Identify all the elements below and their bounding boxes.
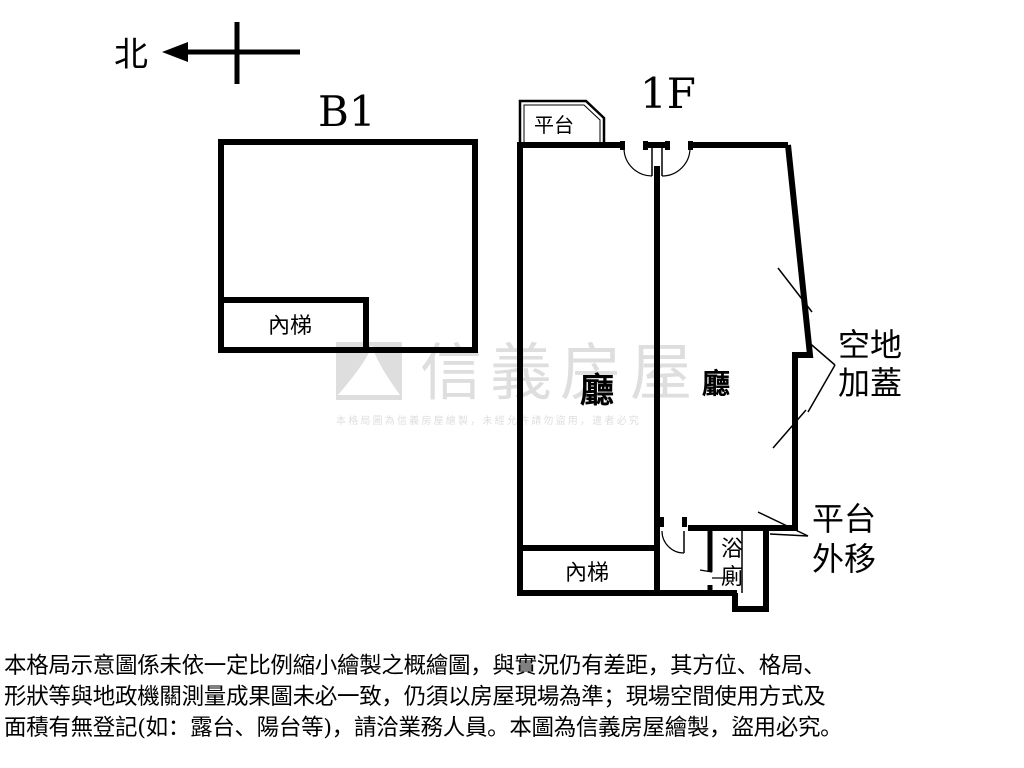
f1-top-doors <box>620 141 693 177</box>
compass-arrow-head-icon <box>162 42 188 62</box>
open-space-line2: 加蓋 <box>838 364 902 402</box>
watermark: 信義房屋 本格局圖為信義房屋繪製，未經允許請勿盜用，違者必究 <box>336 336 692 427</box>
compass: 北 <box>114 22 300 84</box>
floor-1f: 1F 平台 內梯 廳 廳 <box>517 69 902 612</box>
watermark-logo-icon <box>336 342 402 400</box>
b1-outer-wall <box>218 139 478 353</box>
f1-balcony-label: 平台 <box>534 113 574 137</box>
terrace-line2: 外移 <box>812 540 876 578</box>
disclaimer-line-1: 本格局示意圖係未依一定比例縮小繪製之概繪圖，與實況仍有差距，其方位、格局、 <box>4 653 826 679</box>
f1-balcony-inner <box>523 104 601 142</box>
terrace-callout: 平台 外移 <box>757 500 876 578</box>
north-label: 北 <box>114 35 148 75</box>
b1-title: B1 <box>318 87 376 136</box>
open-space-callout: 空地 加蓋 <box>772 267 902 449</box>
f1-bath-label-1: 浴 <box>721 537 743 562</box>
f1-left-room-label: 廳 <box>580 371 614 411</box>
b1-stair-wall <box>221 297 369 350</box>
f1-bathroom: 浴 廁 <box>657 517 798 612</box>
floor-plan: 信義房屋 本格局圖為信義房屋繪製，未經允許請勿盜用，違者必究 北 B1 內梯 1… <box>114 22 902 612</box>
floor-b1: B1 內梯 <box>218 87 478 353</box>
disclaimer-line-2: 形狀等與地政機關測量成果圖未必一致，仍須以房屋現場為準；現場空間使用方式及 <box>4 684 826 710</box>
terrace-line1: 平台 <box>812 500 876 538</box>
disclaimer: 本格局示意圖係未依一定比例縮小繪製之概繪圖，與實況仍有差距，其方位、格局、 形狀… <box>4 651 1020 744</box>
open-space-line1: 空地 <box>838 326 902 364</box>
f1-stair-label: 內梯 <box>565 561 609 586</box>
watermark-notice: 本格局圖為信義房屋繪製，未經允許請勿盜用，違者必究 <box>336 414 641 427</box>
f1-right-wall <box>785 144 814 528</box>
f1-right-room-label: 廳 <box>702 367 730 400</box>
disclaimer-line-3: 面積有無登記(如：露台、陽台等)，請洽業務人員。本圖為信義房屋繪製，盜用必究。 <box>4 715 843 741</box>
f1-title: 1F <box>640 69 696 118</box>
b1-stair-label: 內梯 <box>268 314 312 339</box>
f1-balcony-outline <box>518 99 606 142</box>
